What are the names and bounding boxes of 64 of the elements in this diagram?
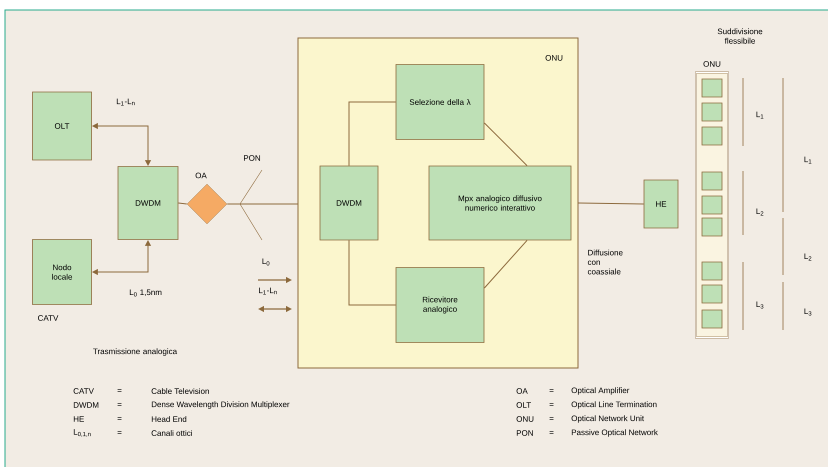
process-box: Mpx analogico diffusivo numerico interattivo <box>428 166 572 240</box>
onu-box <box>702 78 722 98</box>
definition: Optical Network Unit <box>572 415 644 423</box>
edge-label: L$_{1}$-L$_{n}$ <box>115 98 136 106</box>
equals-sign: = <box>118 417 122 420</box>
annotation: L$_{3}$ <box>804 308 812 316</box>
annotation: Trasmissione analogica <box>93 348 178 356</box>
connector <box>178 202 188 204</box>
definition: Optical Amplifier <box>572 387 630 395</box>
process-box: DWDM <box>320 166 378 240</box>
node-label: OA <box>196 172 207 178</box>
definition: Head End <box>152 416 186 422</box>
connector <box>348 240 396 306</box>
abbreviation: OA <box>516 388 528 394</box>
equals-sign: = <box>118 431 122 434</box>
abbreviation: DWDM <box>74 402 98 408</box>
onu-box <box>702 284 722 304</box>
equals-sign: = <box>118 389 122 392</box>
annotation: L$_{1}$ <box>756 112 764 118</box>
equals-sign: = <box>550 431 554 434</box>
annotation: L$_{3}$ <box>756 302 764 308</box>
onu-box <box>702 196 722 214</box>
annotation: L$_{1}$ <box>804 156 812 164</box>
process-box: Nodo locale <box>32 239 92 305</box>
onu-box <box>702 310 722 328</box>
annotation: PON <box>244 155 260 161</box>
onu-box <box>702 262 722 280</box>
abbreviation: HE <box>74 416 84 422</box>
equals-sign: = <box>118 403 122 406</box>
edge-label: L$_{0}$ 1,5nm <box>128 288 163 298</box>
abbreviation: PON <box>516 430 533 436</box>
abbreviation: CATV <box>74 388 94 394</box>
connector <box>484 240 528 288</box>
process-box: DWDM <box>118 166 178 240</box>
annotation: L$_{0}$ <box>262 258 270 266</box>
definition: Dense Wavelength Division Multiplexer <box>152 401 290 409</box>
process-box: Ricevitore analogico <box>396 267 484 343</box>
process-box: OLT <box>32 92 92 160</box>
process-box: HE <box>644 180 678 228</box>
definition: Passive Optical Network <box>572 429 658 437</box>
connector <box>578 202 644 204</box>
onu-box <box>702 172 722 190</box>
process-box: Selezione della λ <box>396 64 484 140</box>
annotation: Suddivisione flessibile <box>718 28 762 44</box>
node-caption: CATV <box>38 315 58 321</box>
connector <box>348 102 396 166</box>
connector <box>484 122 528 166</box>
onu-box <box>702 102 722 122</box>
definition: Canali ottici <box>152 430 192 436</box>
definition: Optical Line Termination <box>572 401 656 409</box>
annotation: L$_{2}$ <box>804 254 812 260</box>
node-caption: Diffusione con coassiale <box>588 250 623 274</box>
onu-box <box>702 218 722 236</box>
annotation: L$_{1}$-L$_{n}$ <box>259 288 277 294</box>
annotation: L$_{2}$ <box>756 208 764 216</box>
node-label: ONU <box>703 61 720 67</box>
equals-sign: = <box>550 417 554 420</box>
equals-sign: = <box>550 389 554 392</box>
abbreviation: OLT <box>516 402 531 408</box>
abbreviation: L$_{0,1,n}$ <box>74 429 91 437</box>
equals-sign: = <box>550 403 554 406</box>
onu-box <box>702 126 722 146</box>
abbreviation: ONU <box>516 416 534 422</box>
definition: Cable Television <box>152 388 209 394</box>
